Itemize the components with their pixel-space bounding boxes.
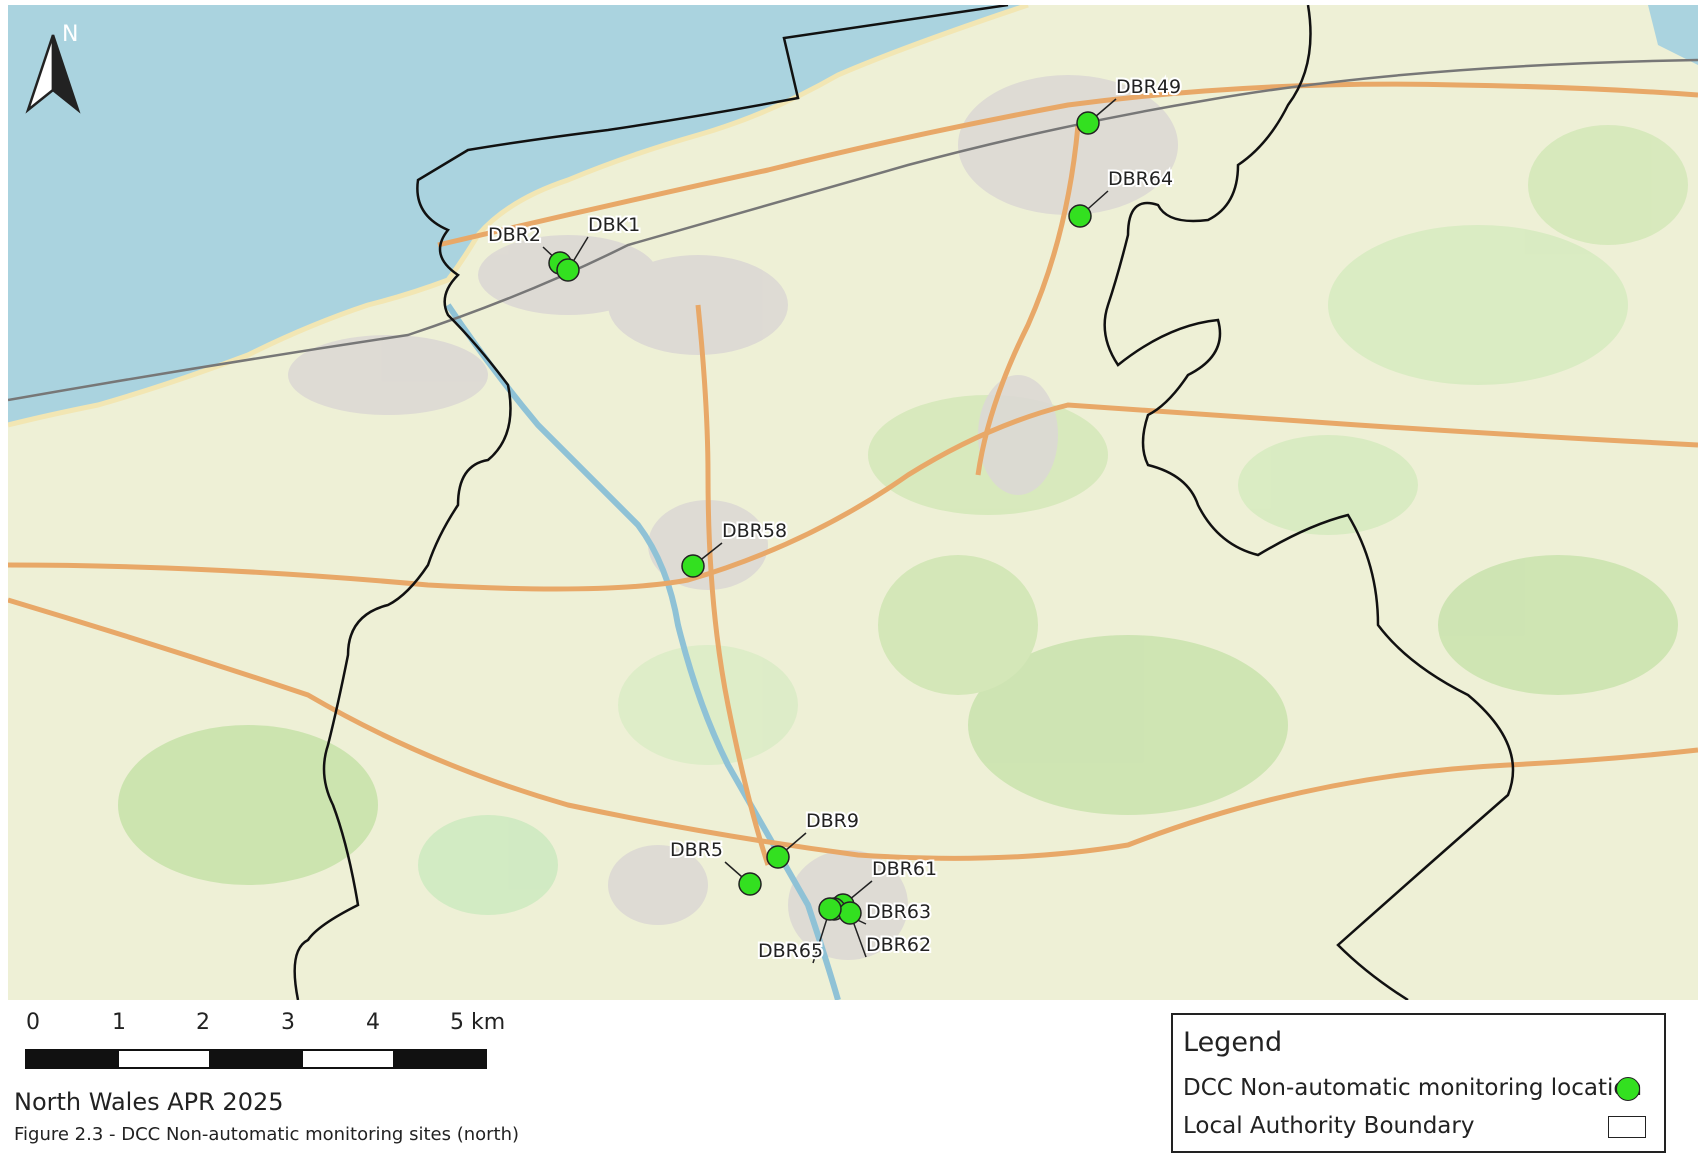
site-dbr58[interactable]: DBR58 [681,518,789,578]
site-label: DBR65 [758,940,823,962]
scale-bar-graphic [25,1049,487,1069]
scale-bar [20,1010,540,1070]
white-box-icon [1608,1116,1646,1138]
site-label: DBR62 [866,934,931,956]
local-authority-boundary-east [1103,5,1515,1000]
sea-area-northeast [1648,5,1698,65]
railway [8,58,1698,402]
north-arrow-letter: N [62,22,79,47]
site-label: DBK1 [588,214,640,236]
legend-title: Legend [1183,1027,1283,1058]
river [445,303,841,1000]
site-label: DBR49 [1116,76,1181,98]
site-marker[interactable] [681,554,705,578]
site-dbr65[interactable]: DBR65 [756,897,842,964]
coastline [8,5,1029,428]
site-label: DBR63 [866,901,931,923]
scale-tick-label: 3 [281,1010,295,1035]
site-dbr5[interactable]: DBR5 [668,837,762,896]
site-label: DBR61 [872,858,937,880]
local-authority-boundary [293,5,1009,1000]
legend-label: DCC Non-automatic monitoring location [1183,1075,1643,1101]
site-label: DBR64 [1108,168,1173,190]
site-dbr62[interactable]: DBR62 [838,901,933,958]
legend-label: Local Authority Boundary [1183,1113,1475,1139]
site-label: DBR5 [670,839,723,861]
site-label: DBR2 [488,224,541,246]
scale-tick-label: 2 [196,1010,210,1035]
legend-item-monitoring-location: DCC Non-automatic monitoring location [1183,1075,1658,1101]
sea-area [8,5,1028,425]
north-arrow-icon [25,34,81,114]
site-marker[interactable] [838,901,862,925]
scale-tick-label: 0 [26,1010,40,1035]
legend-item-boundary: Local Authority Boundary [1183,1113,1658,1139]
site-label: DBR58 [722,520,787,542]
site-marker[interactable] [818,897,842,921]
site-marker[interactable] [738,872,762,896]
site-marker[interactable] [1076,111,1100,135]
site-label: DBR9 [806,810,859,832]
north-arrow: N [18,10,88,120]
site-dbr49[interactable]: DBR49 [1076,74,1183,135]
site-dbk1[interactable]: DBK1 [556,212,642,282]
legend: Legend DCC Non-automatic monitoring loca… [1171,1013,1666,1153]
site-dbr9[interactable]: DBR9 [766,808,861,869]
site-marker[interactable] [556,258,580,282]
site-marker[interactable] [766,845,790,869]
site-dbr64[interactable]: DBR64 [1068,166,1175,228]
map-title: North Wales APR 2025 [14,1088,284,1116]
scale-tick-label: 4 [366,1010,380,1035]
green-circle-icon [1616,1077,1640,1101]
figure-caption: Figure 2.3 - DCC Non-automatic monitorin… [14,1124,520,1145]
landcover-patches [118,125,1688,915]
roads [8,81,1698,866]
scale-tick-label: 1 [112,1010,126,1035]
scale-tick-label: 5 km [450,1010,506,1035]
site-marker[interactable] [1068,204,1092,228]
